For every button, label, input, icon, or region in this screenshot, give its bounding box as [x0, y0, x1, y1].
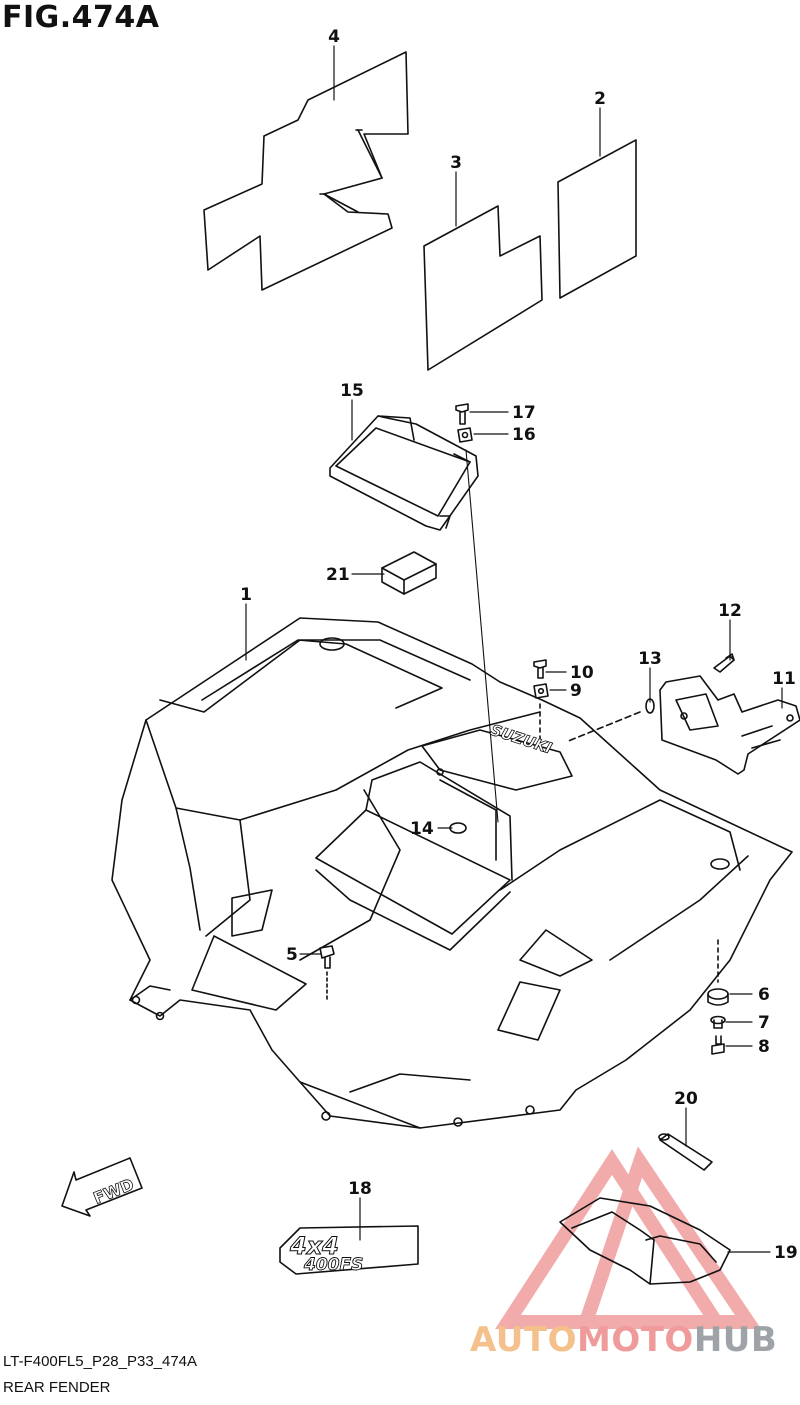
pad-part-21 — [381, 551, 437, 595]
collar-part-7 — [710, 1015, 726, 1029]
callout-17: 17 — [512, 403, 536, 423]
callout-3: 3 — [450, 153, 462, 173]
watermark-part-1: AUTO — [470, 1320, 577, 1360]
nut-part-9 — [533, 683, 549, 699]
rod-part-20 — [658, 1133, 713, 1171]
callout-13: 13 — [638, 649, 662, 669]
emblem-text-line1: 4x4 — [289, 1232, 339, 1260]
callout-11: 11 — [772, 669, 796, 689]
cover-part-19 — [559, 1197, 731, 1285]
callout-4: 4 — [328, 27, 340, 47]
grommet-part-6 — [707, 988, 729, 1006]
bracket-part-11 — [659, 675, 800, 775]
callout-21: 21 — [326, 565, 350, 585]
decal-part-2 — [557, 139, 637, 299]
callout-14: 14 — [410, 819, 434, 839]
callout-19: 19 — [774, 1243, 798, 1263]
watermark-part-2: MOTO — [576, 1320, 694, 1360]
callout-10: 10 — [570, 663, 594, 683]
leader-dashed-15 — [465, 449, 499, 823]
fender-brand-decal: SUZUKI — [488, 721, 554, 758]
callout-8: 8 — [758, 1037, 770, 1057]
forward-arrow — [61, 1157, 143, 1217]
decal-part-3 — [423, 205, 543, 371]
callout-18: 18 — [348, 1179, 372, 1199]
callout-5: 5 — [286, 945, 298, 965]
figure-code: LT-F400FL5_P28_P33_474A — [3, 1353, 198, 1370]
figure-name: REAR FENDER — [3, 1379, 111, 1396]
callout-7: 7 — [758, 1013, 770, 1033]
callout-15: 15 — [340, 381, 364, 401]
callout-6: 6 — [758, 985, 770, 1005]
bolt-part-8 — [711, 1035, 725, 1055]
callout-12: 12 — [718, 601, 742, 621]
figure-title: FIG.474A — [2, 0, 160, 35]
callout-9: 9 — [570, 681, 582, 701]
leader-dashed-13 — [565, 711, 641, 743]
emblem-text-line2: 400FS — [303, 1255, 363, 1275]
decal-part-4 — [203, 51, 409, 291]
rear-fender-part-1 — [111, 617, 793, 1129]
callout-2: 2 — [594, 89, 606, 109]
screw-part-17 — [455, 403, 469, 425]
watermark-triangle-logo — [495, 1146, 762, 1329]
bolt-part-5 — [319, 945, 335, 1001]
screw-part-12 — [713, 653, 735, 673]
nut-part-16 — [457, 427, 473, 443]
emblem-part-18 — [279, 1225, 419, 1275]
watermark-text: AUTOMOTOHUB — [470, 1320, 777, 1360]
callout-20: 20 — [674, 1089, 698, 1109]
callout-1: 1 — [240, 585, 252, 605]
callout-16: 16 — [512, 425, 536, 445]
leader-lines — [245, 45, 783, 1253]
fwd-arrow-label: FWD — [91, 1175, 137, 1208]
screw-part-10 — [533, 659, 547, 679]
watermark-part-3: HUB — [693, 1320, 778, 1360]
